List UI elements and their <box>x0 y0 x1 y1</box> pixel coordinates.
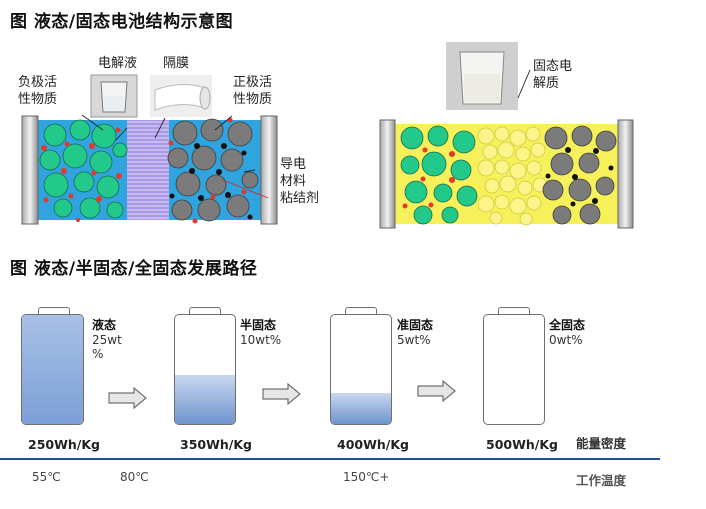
temp-150-plus: 150℃+ <box>343 470 390 484</box>
solid-electrolyte-sample-image <box>446 42 518 110</box>
liquid-battery-diagram <box>21 74 278 225</box>
separator-roll-image <box>150 75 212 117</box>
stage-label-all-solid: 全固态 0wt% <box>549 318 586 347</box>
cathode-particles <box>167 118 259 222</box>
battery-semi-solid <box>174 314 236 425</box>
bottom-figure-title: 图 液态/半固态/全固态发展路径 <box>10 259 258 279</box>
battery-cap-2 <box>189 307 221 315</box>
battery-cap-1 <box>38 307 70 315</box>
solid-anode-particles <box>400 125 478 225</box>
pointer-solid-electrolyte <box>517 69 531 99</box>
cathode-current-collector <box>260 115 278 225</box>
label-separator: 隔膜 <box>163 56 190 71</box>
solid-electrolyte-grains <box>477 126 548 226</box>
label-electrolyte: 电解液 <box>98 56 138 71</box>
separator-membrane <box>127 120 169 220</box>
label-solid-electrolyte: 固态电解质 <box>533 59 573 91</box>
battery-quasi-solid <box>330 314 392 425</box>
working-temperature-axis-title: 工作温度 <box>576 473 627 488</box>
arrow-right-icon <box>108 387 147 409</box>
pointer-electrolyte <box>115 127 128 141</box>
pointer-conductive <box>243 169 256 173</box>
pointer-separator <box>154 117 166 139</box>
label-conductive-material: 导电材料 <box>280 157 307 189</box>
arrow-right-icon <box>417 380 456 402</box>
battery-cap-4 <box>498 307 530 315</box>
arrow-right-icon <box>262 383 301 405</box>
temperature-axis-line <box>0 458 660 460</box>
energy-semi-solid: 350Wh/Kg <box>180 437 252 452</box>
temp-80: 80℃ <box>120 470 149 484</box>
anode-particles <box>39 119 128 219</box>
energy-all-solid: 500Wh/Kg <box>486 437 558 452</box>
solid-battery-diagram <box>379 42 634 229</box>
energy-density-axis-title: 能量密度 <box>576 436 627 451</box>
pointer-anode <box>81 114 104 131</box>
pointer-binder <box>222 179 269 199</box>
anode-additive-dots <box>41 127 122 222</box>
energy-liquid: 250Wh/Kg <box>28 437 100 452</box>
battery-liquid <box>21 314 84 425</box>
battery-all-solid <box>483 314 545 425</box>
solid-anode-collector <box>379 119 396 229</box>
cathode-conductive-additive <box>169 143 253 220</box>
label-cathode-material: 正极活性物质 <box>233 75 273 107</box>
label-anode-material: 负极活性物质 <box>18 75 58 107</box>
solid-anode-additive <box>402 147 455 209</box>
stage-label-quasi-solid: 准固态 5wt% <box>397 318 434 347</box>
battery-fill <box>22 315 83 424</box>
battery-fill <box>175 374 235 424</box>
stage-label-semi-solid: 半固态 10wt% <box>240 318 282 347</box>
battery-fill <box>331 393 391 424</box>
label-binder: 粘结剂 <box>280 191 320 206</box>
anode-current-collector <box>21 115 39 225</box>
pointer-cathode <box>214 115 233 131</box>
solid-cathode-collector <box>617 119 634 229</box>
battery-cap-3 <box>345 307 377 315</box>
stage-label-liquid: 液态 25wt % <box>92 318 122 361</box>
solid-cathode-additive <box>545 147 614 207</box>
top-figure-title: 图 液态/固态电池结构示意图 <box>10 12 234 32</box>
electrolyte-beaker-image <box>90 74 138 118</box>
temp-55: 55℃ <box>32 470 61 484</box>
solid-cathode-particles <box>542 125 617 225</box>
energy-quasi-solid: 400Wh/Kg <box>337 437 409 452</box>
